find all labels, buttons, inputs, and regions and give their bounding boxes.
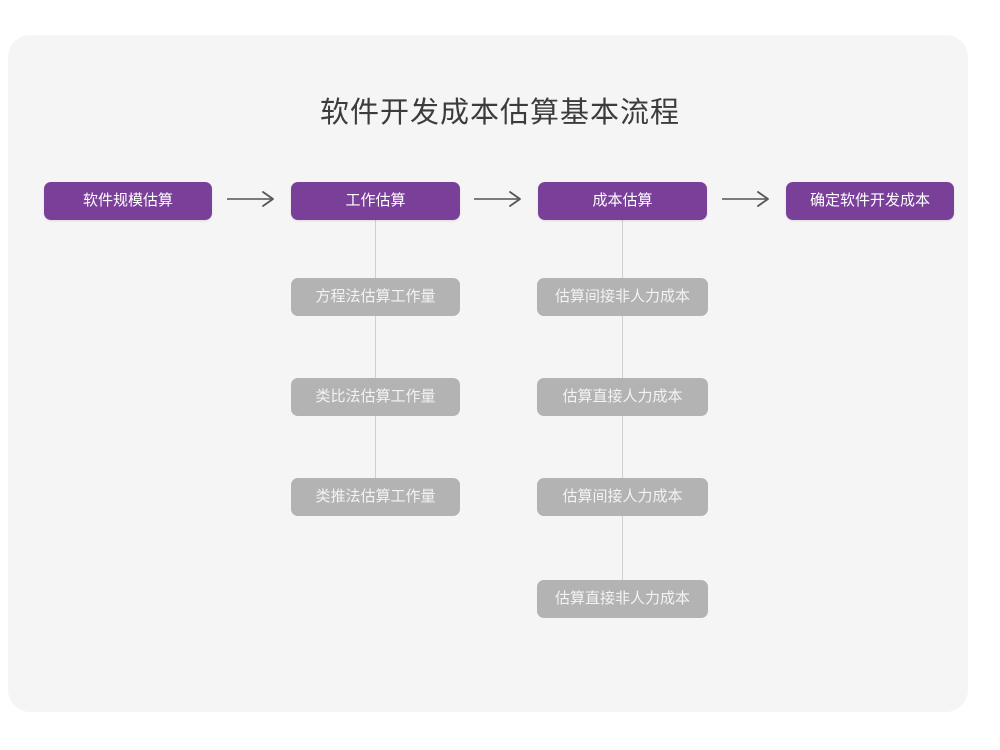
flow-node-work-estimation[interactable]: 工作估算 — [291, 182, 460, 220]
substep-node-direct-non-labor-cost[interactable]: 估算直接非人力成本 — [537, 580, 708, 618]
substep-node-indirect-non-labor-cost[interactable]: 估算间接非人力成本 — [537, 278, 708, 316]
flow-node-cost-estimation[interactable]: 成本估算 — [538, 182, 707, 220]
substep-node-indirect-labor-cost[interactable]: 估算间接人力成本 — [537, 478, 708, 516]
flow-arrow-3 — [721, 188, 775, 210]
flow-node-determine-development-cost[interactable]: 确定软件开发成本 — [786, 182, 954, 220]
page-title: 软件开发成本估算基本流程 — [319, 97, 680, 129]
flow-arrow-1 — [226, 188, 280, 210]
connector-line-work-estimation — [375, 220, 376, 480]
flow-node-software-size-estimation[interactable]: 软件规模估算 — [44, 182, 212, 220]
diagram-card — [8, 35, 968, 712]
substep-node-analogy-method-effort[interactable]: 类比法估算工作量 — [291, 378, 460, 416]
substep-node-equation-method-effort[interactable]: 方程法估算工作量 — [291, 278, 460, 316]
substep-node-direct-labor-cost[interactable]: 估算直接人力成本 — [537, 378, 708, 416]
substep-node-inference-method-effort[interactable]: 类推法估算工作量 — [291, 478, 460, 516]
flow-arrow-2 — [473, 188, 527, 210]
